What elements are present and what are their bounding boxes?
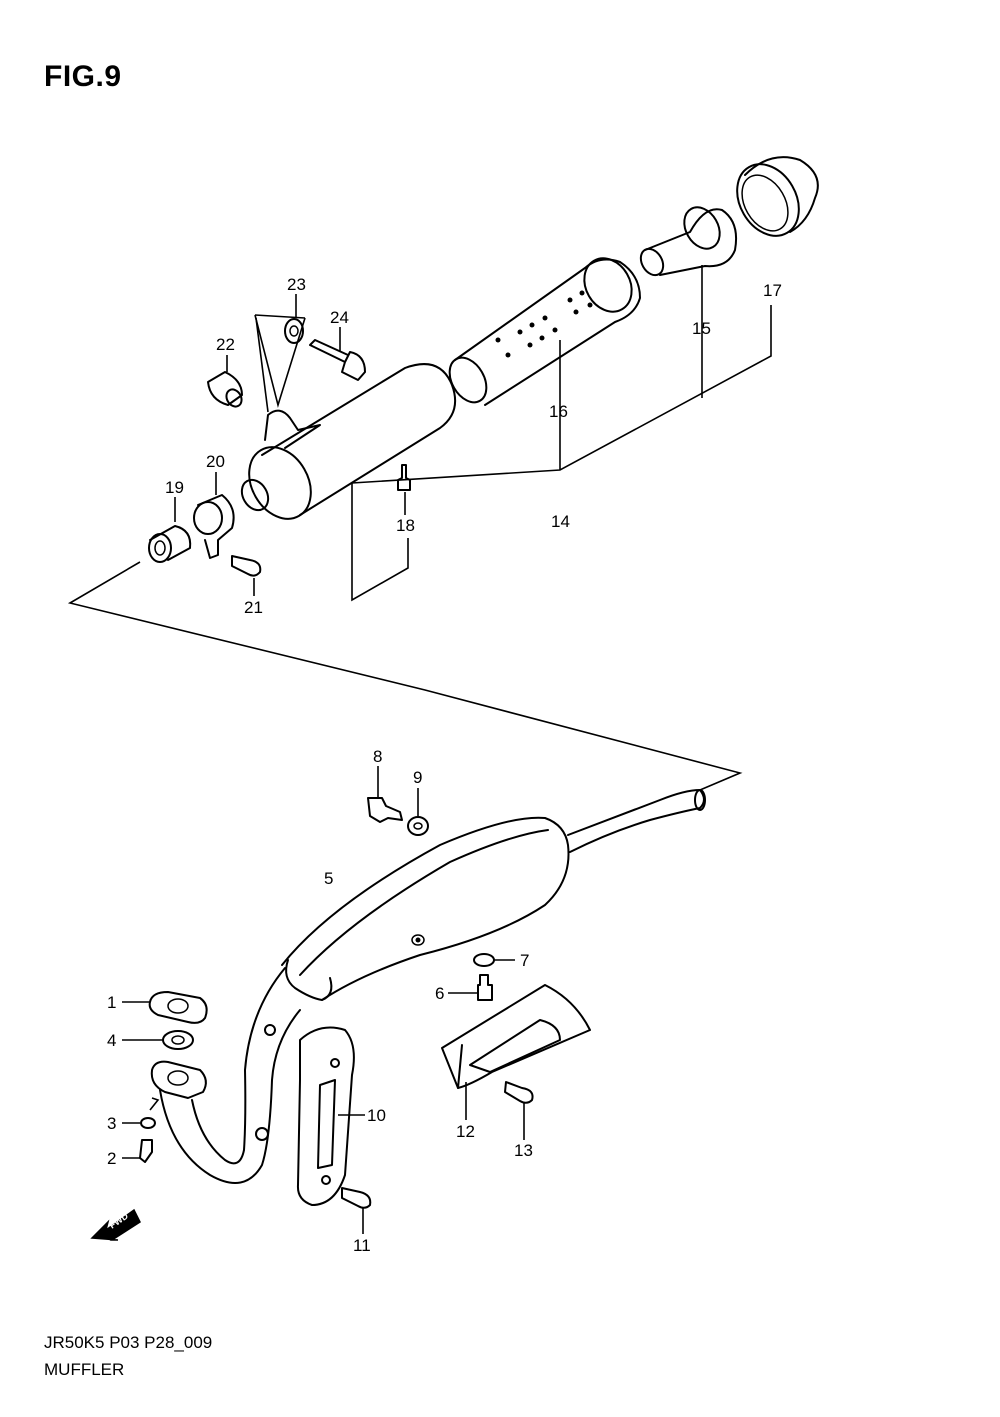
figure-title: FIG.9 — [44, 60, 122, 93]
callout-23: 23 — [287, 275, 306, 294]
part-6-bolt — [477, 974, 493, 1001]
callout-13: 13 — [514, 1141, 533, 1160]
callout-3: 3 — [107, 1114, 116, 1133]
part-10-heat-shield — [296, 1026, 355, 1206]
model-code: JR50K5 P03 P28_009 — [44, 1333, 213, 1352]
part-14-silencer-body — [240, 363, 456, 520]
part-21-screw — [231, 555, 262, 577]
part-22-sleeve — [207, 371, 243, 408]
callout-5: 5 — [324, 869, 333, 888]
callout-22: 22 — [216, 335, 235, 354]
callout-1: 1 — [107, 993, 116, 1012]
callout-2: 2 — [107, 1149, 116, 1168]
part-11-screw — [341, 1187, 372, 1209]
part-17-end-cap — [736, 156, 819, 237]
callout-10: 10 — [367, 1106, 386, 1125]
part-15-tail-pipe — [639, 206, 738, 277]
callout-11: 11 — [353, 1236, 371, 1255]
leader-14-line — [351, 305, 772, 484]
callout-4: 4 — [107, 1031, 116, 1050]
part-1-gasket — [148, 991, 208, 1024]
exhaust-pipe — [150, 967, 301, 1184]
leader-v — [254, 314, 306, 408]
section-divider-line — [67, 561, 743, 791]
callout-15: 15 — [692, 319, 711, 338]
part-7-washer — [473, 953, 495, 967]
forward-arrow-icon: FWD — [90, 1208, 141, 1241]
callout-6: 6 — [435, 984, 444, 1003]
callout-20: 20 — [206, 452, 225, 471]
callout-8: 8 — [373, 747, 382, 766]
leader-14-bracket — [351, 483, 409, 602]
section-name: MUFFLER — [44, 1360, 125, 1379]
callout-17: 17 — [763, 281, 782, 300]
callout-19: 19 — [165, 478, 184, 497]
part-23-washer — [284, 318, 304, 344]
part-20-clamp — [193, 494, 235, 559]
part-8-bolt — [367, 797, 403, 823]
part-3-washer — [140, 1117, 156, 1129]
callout-18: 18 — [396, 516, 415, 535]
callout-16: 16 — [549, 402, 568, 421]
callout-24: 24 — [330, 308, 349, 327]
callout-12: 12 — [456, 1122, 475, 1141]
part-13-screw — [504, 1081, 534, 1104]
part-12-protector — [441, 984, 591, 1089]
callout-14: 14 — [551, 512, 570, 531]
part-16-perforated-baffle — [448, 257, 641, 406]
part-4-washer — [162, 1030, 194, 1050]
callout-9: 9 — [413, 768, 422, 787]
part-9-washer — [407, 816, 429, 836]
part-24-bolt — [309, 339, 366, 381]
part-19-grommet — [148, 525, 192, 563]
callout-7: 7 — [520, 951, 529, 970]
part-18-screw — [397, 464, 411, 491]
callout-21: 21 — [244, 598, 263, 617]
part-5-expansion-chamber — [281, 789, 706, 1001]
part-2-nut — [139, 1139, 153, 1163]
